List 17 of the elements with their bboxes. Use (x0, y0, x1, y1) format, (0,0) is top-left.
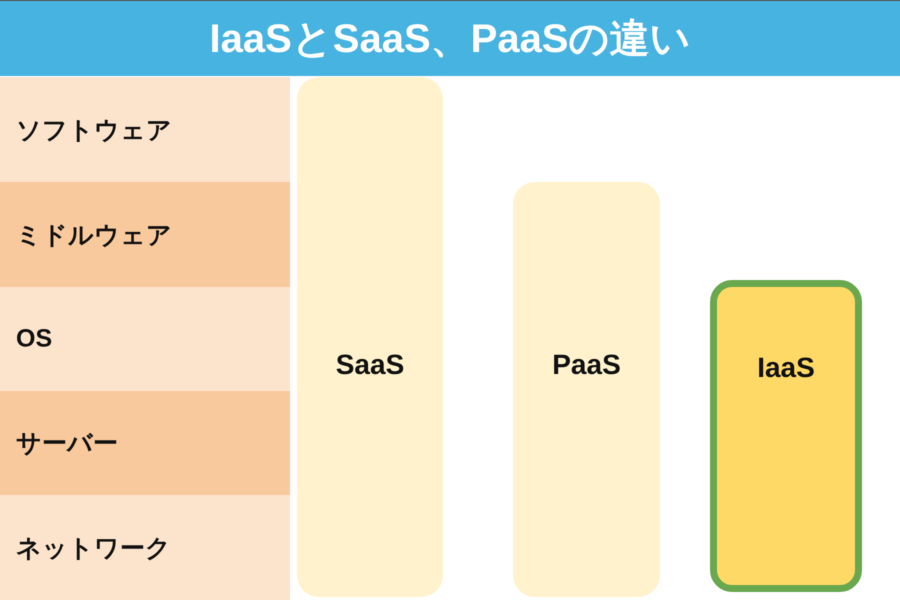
layer-label: ネットワーク (16, 533, 171, 564)
layer-label: ソフトウェア (16, 115, 172, 146)
service-column (710, 280, 862, 592)
service-column (297, 77, 443, 597)
layer-label: ミドルウェア (16, 220, 172, 251)
layer-band (0, 287, 290, 391)
service-label: IaaS (756, 352, 816, 384)
layer-label: サーバー (16, 428, 118, 460)
service-label: PaaS (551, 349, 622, 381)
layer-band (0, 182, 290, 287)
service-label: SaaS (334, 349, 406, 381)
layer-band (0, 391, 290, 495)
layer-band (0, 77, 290, 182)
title-banner: IaaSとSaaS、PaaSの違い (0, 0, 900, 76)
service-column (513, 182, 660, 597)
layer-band (0, 495, 290, 600)
layer-label: OS (16, 324, 52, 354)
